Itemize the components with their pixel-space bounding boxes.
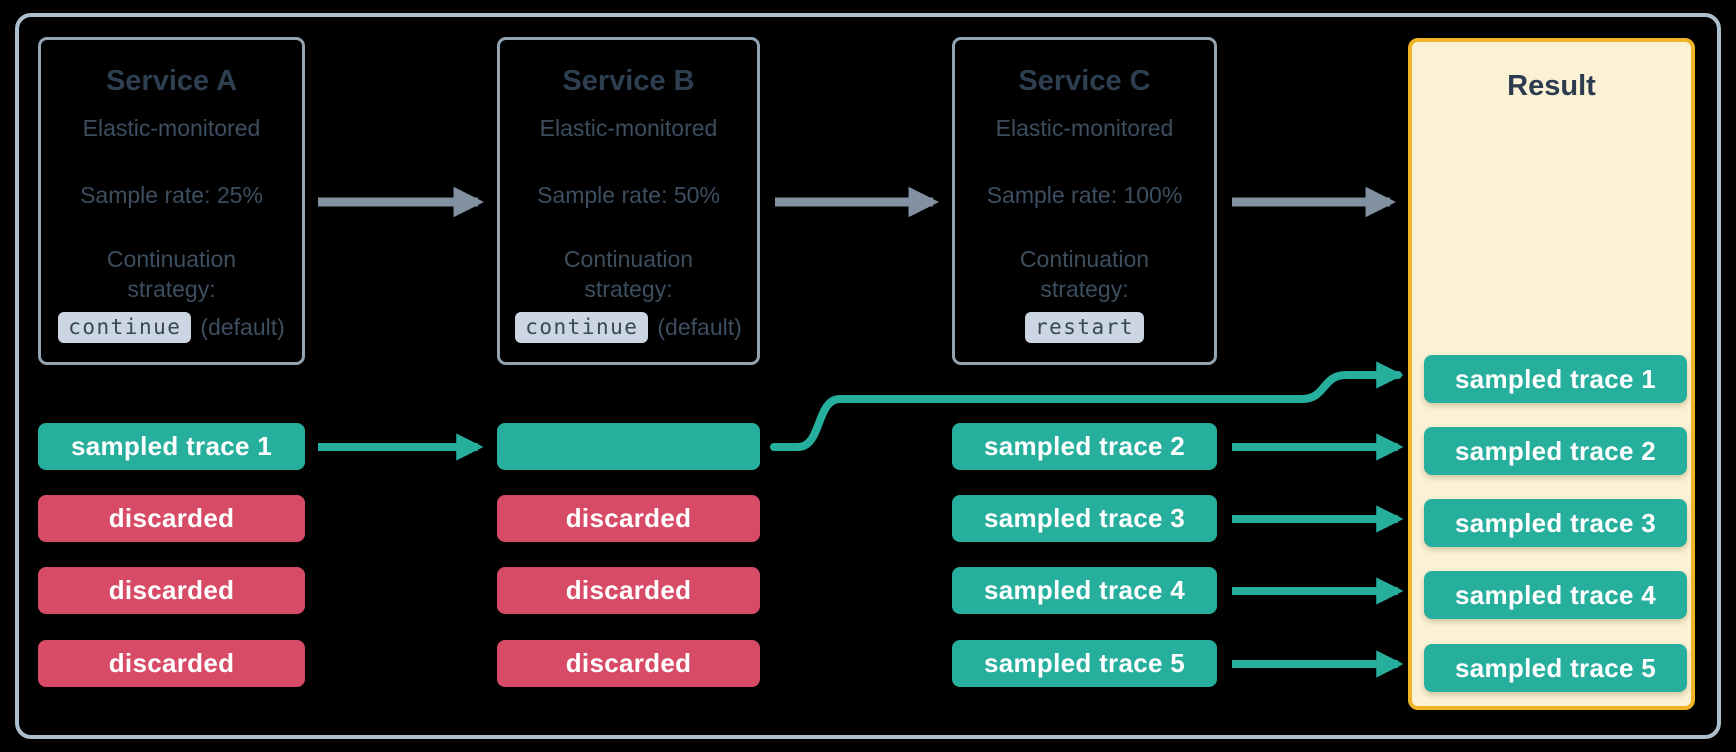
- service-b-sample-rate: Sample rate: 50%: [537, 181, 720, 208]
- service-b-monitored-label: Elastic-monitored: [539, 114, 718, 141]
- discarded-pill-a-3: discarded: [38, 640, 305, 687]
- service-c-box: Service C Elastic-monitored Sample rate:…: [952, 37, 1217, 365]
- result-pill-sampled-4: sampled trace 4: [1424, 571, 1687, 619]
- service-b-strategy-suffix: (default): [657, 313, 742, 340]
- result-box: Result sampled trace 1 sampled trace 2 s…: [1408, 38, 1695, 710]
- result-pill-sampled-1: sampled trace 1: [1424, 355, 1687, 403]
- service-a-box: Service A Elastic-monitored Sample rate:…: [38, 37, 305, 365]
- service-c-strategy-label: Continuation strategy:: [1019, 245, 1150, 302]
- service-b-strategy-row: continue (default): [515, 311, 742, 343]
- trace-pill-c-sampled-4: sampled trace 4: [952, 567, 1217, 614]
- service-c-title: Service C: [1018, 65, 1151, 97]
- service-c-strategy-row: restart: [1024, 311, 1144, 343]
- result-title: Result: [1507, 70, 1596, 102]
- result-pill-sampled-5: sampled trace 5: [1424, 644, 1687, 692]
- connector-trace1-b-to-result-icon: [770, 361, 1404, 451]
- service-b-strategy-label: Continuation strategy:: [563, 245, 694, 302]
- trace-pill-c-sampled-5: sampled trace 5: [952, 640, 1217, 687]
- trace-pill-c-sampled-2: sampled trace 2: [952, 423, 1217, 470]
- service-b-box: Service B Elastic-monitored Sample rate:…: [497, 37, 760, 365]
- service-a-monitored-label: Elastic-monitored: [82, 114, 261, 141]
- service-a-strategy-label: Continuation strategy:: [106, 245, 237, 302]
- discarded-pill-a-1: discarded: [38, 495, 305, 542]
- service-a-title: Service A: [105, 65, 238, 97]
- service-b-strategy-chip: continue: [515, 311, 649, 343]
- discarded-pill-a-2: discarded: [38, 567, 305, 614]
- trace-pill-c-sampled-3: sampled trace 3: [952, 495, 1217, 542]
- discarded-pill-b-1: discarded: [497, 495, 760, 542]
- trace-pill-b-empty: [497, 423, 760, 470]
- service-a-sample-rate: Sample rate: 25%: [80, 181, 263, 208]
- diagram-outer-frame: [15, 13, 1721, 739]
- service-a-strategy-row: continue (default): [58, 311, 285, 343]
- result-pill-sampled-2: sampled trace 2: [1424, 427, 1687, 475]
- discarded-pill-b-3: discarded: [497, 640, 760, 687]
- service-c-monitored-label: Elastic-monitored: [995, 114, 1174, 141]
- service-a-strategy-chip: continue: [58, 311, 192, 343]
- service-c-strategy-chip: restart: [1024, 311, 1144, 343]
- result-pill-sampled-3: sampled trace 3: [1424, 499, 1687, 547]
- service-b-title: Service B: [562, 65, 695, 97]
- service-c-sample-rate: Sample rate: 100%: [986, 181, 1183, 208]
- discarded-pill-b-2: discarded: [497, 567, 760, 614]
- trace-pill-a-sampled-1: sampled trace 1: [38, 423, 305, 470]
- service-a-strategy-suffix: (default): [200, 313, 285, 340]
